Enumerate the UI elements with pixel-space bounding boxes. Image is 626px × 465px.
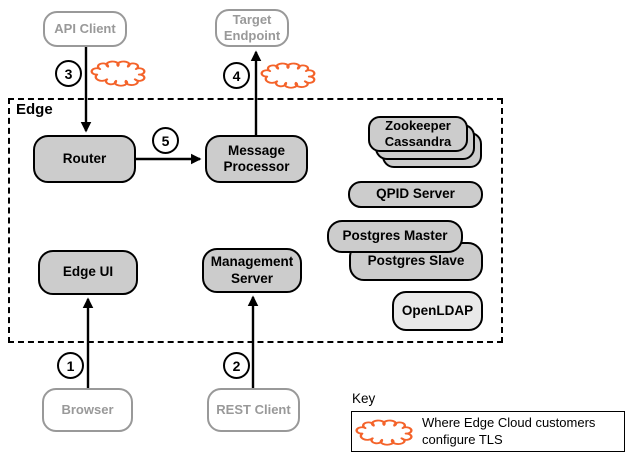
node-target-endpoint-label: Target Endpoint [223, 12, 281, 43]
node-postgres-master: Postgres Master [327, 220, 463, 253]
step-badge-5: 5 [152, 127, 179, 154]
step-badge-5-number: 5 [161, 132, 170, 149]
node-message-processor-label: Message Processor [223, 142, 290, 174]
node-api-client: API Client [43, 11, 127, 47]
step-badge-4: 4 [223, 62, 250, 89]
step-badge-3-number: 3 [64, 65, 73, 82]
node-cassandra-label: Cassandra [384, 134, 452, 149]
postgres-stack: Postgres Slave Postgres Master [327, 220, 483, 281]
node-postgres-slave-label: Postgres Slave [367, 253, 465, 269]
node-api-client-label: API Client [54, 21, 116, 37]
node-rest-client: REST Client [207, 388, 300, 432]
node-zookeeper-label: Zookeeper [385, 118, 451, 133]
step-badge-1-number: 1 [66, 357, 75, 374]
key-legend-box: Where Edge Cloud customers configure TLS [351, 411, 625, 452]
node-target-endpoint: Target Endpoint [215, 9, 289, 47]
node-browser-label: Browser [61, 402, 114, 418]
node-management-server-label: Management Server [210, 254, 294, 286]
node-qpid-server-label: QPID Server [376, 186, 455, 202]
step-badge-1: 1 [57, 352, 84, 379]
step-badge-4-number: 4 [232, 67, 241, 84]
node-router-label: Router [62, 150, 107, 166]
node-message-processor: Message Processor [205, 135, 308, 183]
step-badge-2: 2 [223, 352, 250, 379]
node-rest-client-label: REST Client [216, 402, 291, 418]
node-management-server: Management Server [202, 248, 302, 293]
node-zookeeper-cassandra: Zookeeper Cassandra [368, 116, 468, 152]
tls-cloud-icon [355, 419, 413, 446]
node-openldap: OpenLDAP [392, 291, 483, 331]
key-legend-text: Where Edge Cloud customers configure TLS [422, 415, 596, 447]
tls-cloud-icon [90, 60, 146, 87]
zookeeper-cassandra-stack: Zookeeper Cassandra [368, 116, 482, 168]
tls-cloud-icon [260, 62, 316, 89]
node-edge-ui: Edge UI [38, 250, 138, 295]
node-qpid-server: QPID Server [348, 181, 483, 208]
edge-boundary-label: Edge [16, 101, 53, 118]
step-badge-3: 3 [55, 60, 82, 87]
node-browser: Browser [42, 388, 133, 432]
node-edge-ui-label: Edge UI [62, 264, 114, 280]
node-openldap-label: OpenLDAP [401, 302, 474, 318]
node-postgres-master-label: Postgres Master [342, 228, 448, 244]
step-badge-2-number: 2 [232, 357, 241, 374]
node-router: Router [33, 135, 136, 183]
key-heading: Key [352, 391, 376, 406]
